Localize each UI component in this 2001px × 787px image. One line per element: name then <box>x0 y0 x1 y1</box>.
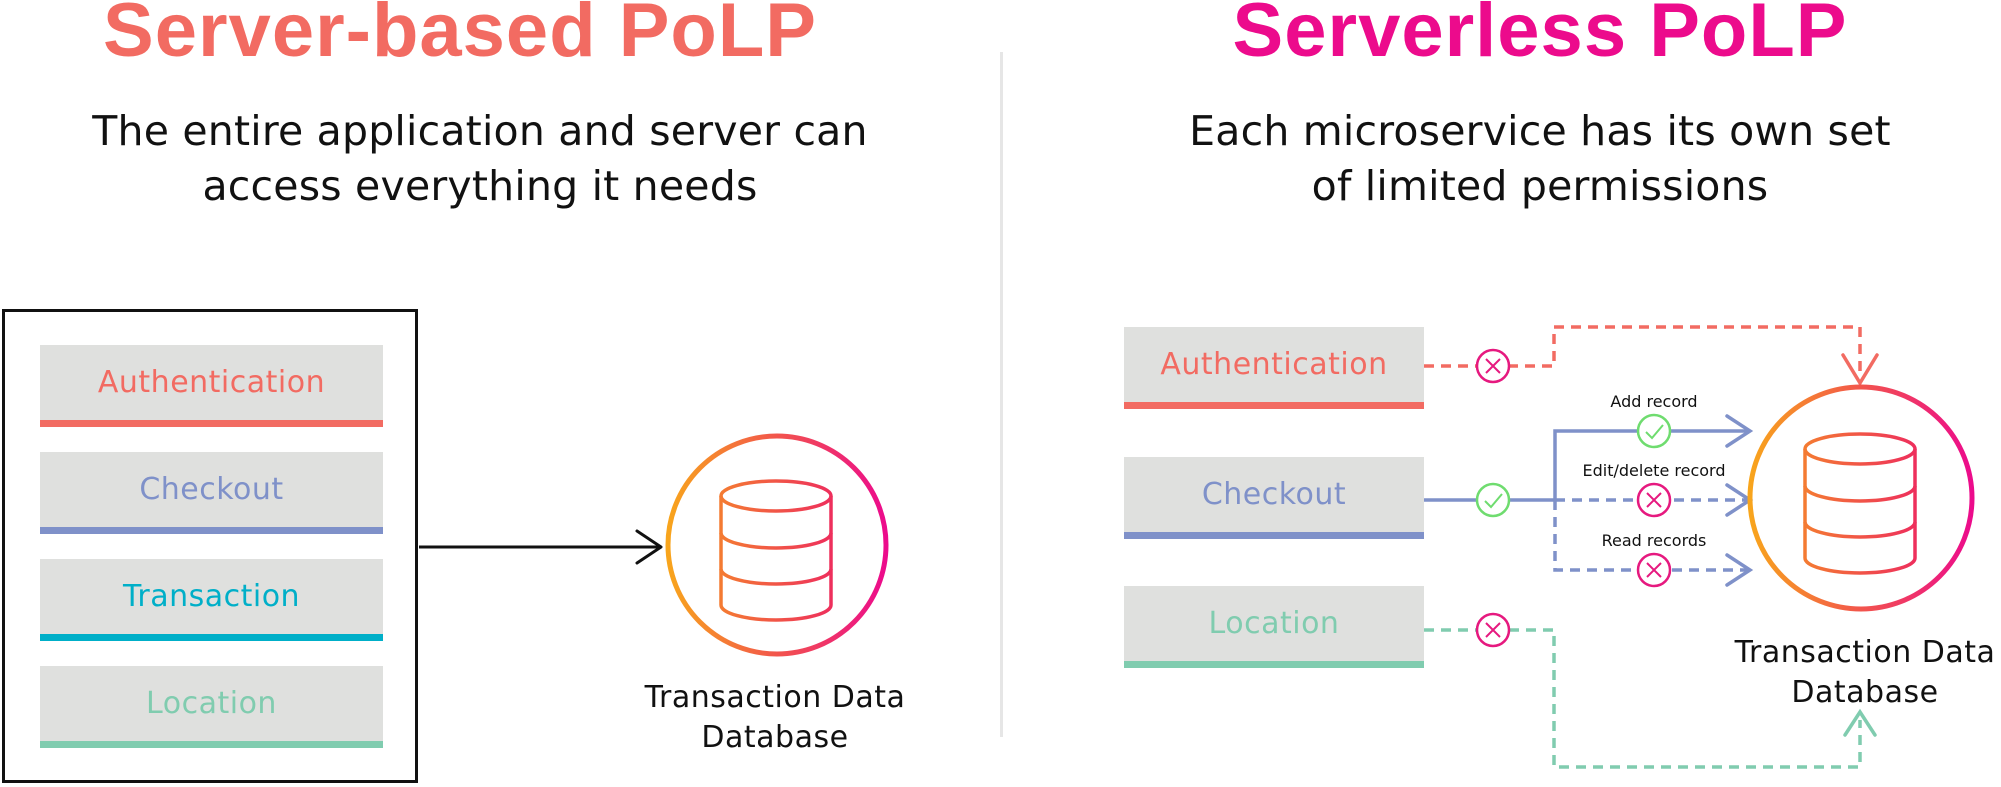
subtitle-line: The entire application and server can <box>92 107 868 155</box>
service-label: Transaction <box>122 578 301 614</box>
service-color-bar <box>40 634 383 641</box>
edit-record-denied-icon <box>1636 482 1672 518</box>
left-service-checkout: Checkout <box>40 452 383 534</box>
service-color-bar <box>1124 661 1424 668</box>
auth-denied-connector <box>1424 325 1879 387</box>
right-service-checkout: Checkout <box>1124 457 1424 539</box>
left-database-label: Transaction Data Database <box>600 678 950 758</box>
database-label-line: Transaction Data <box>644 680 906 715</box>
left-database-node <box>665 433 889 657</box>
permission-label-edit-delete: Edit/delete record <box>1582 461 1726 480</box>
service-color-bar <box>1124 532 1424 539</box>
left-service-location: Location <box>40 666 383 748</box>
right-service-authentication: Authentication <box>1124 327 1424 409</box>
permission-label-read: Read records <box>1601 531 1707 550</box>
subtitle-line: access everything it needs <box>202 162 758 210</box>
serverless-subtitle: Each microservice has its own set of lim… <box>1080 104 2000 214</box>
database-icon <box>719 479 833 622</box>
database-label-line: Database <box>1791 675 1939 710</box>
denied-icon <box>1475 612 1511 648</box>
checkout-connector <box>1424 414 1754 587</box>
permission-label-add: Add record <box>1610 392 1698 411</box>
allowed-icon <box>1475 482 1511 518</box>
service-color-bar <box>40 527 383 534</box>
serverless-title: Serverless PoLP <box>1232 0 1848 73</box>
server-based-title: Server-based PoLP <box>103 0 817 73</box>
database-label-line: Database <box>701 720 849 755</box>
left-service-authentication: Authentication <box>40 345 383 427</box>
service-label: Checkout <box>1201 476 1347 512</box>
server-to-db-arrow <box>419 529 663 565</box>
service-label: Location <box>1208 605 1340 641</box>
service-color-bar <box>1124 402 1424 409</box>
location-denied-connector <box>1424 628 1877 769</box>
left-service-transaction: Transaction <box>40 559 383 641</box>
service-color-bar <box>40 741 383 748</box>
server-based-subtitle: The entire application and server can ac… <box>0 104 960 214</box>
read-records-denied-icon <box>1636 552 1672 588</box>
service-label: Location <box>146 685 277 721</box>
database-icon <box>1803 432 1917 575</box>
add-record-allowed-icon <box>1636 413 1672 449</box>
database-label-line: Transaction Data <box>1734 635 1996 670</box>
service-label: Checkout <box>139 471 284 507</box>
service-label: Authentication <box>97 364 326 400</box>
service-color-bar <box>40 420 383 427</box>
right-service-location: Location <box>1124 586 1424 668</box>
right-database-label: Transaction Data Database <box>1690 633 2001 713</box>
server-container <box>2 309 418 783</box>
section-divider <box>1000 52 1003 737</box>
subtitle-line: of limited permissions <box>1311 162 1769 210</box>
denied-icon <box>1475 348 1511 384</box>
subtitle-line: Each microservice has its own set <box>1189 107 1891 155</box>
right-database-node <box>1747 384 1975 612</box>
service-label: Authentication <box>1160 346 1388 382</box>
